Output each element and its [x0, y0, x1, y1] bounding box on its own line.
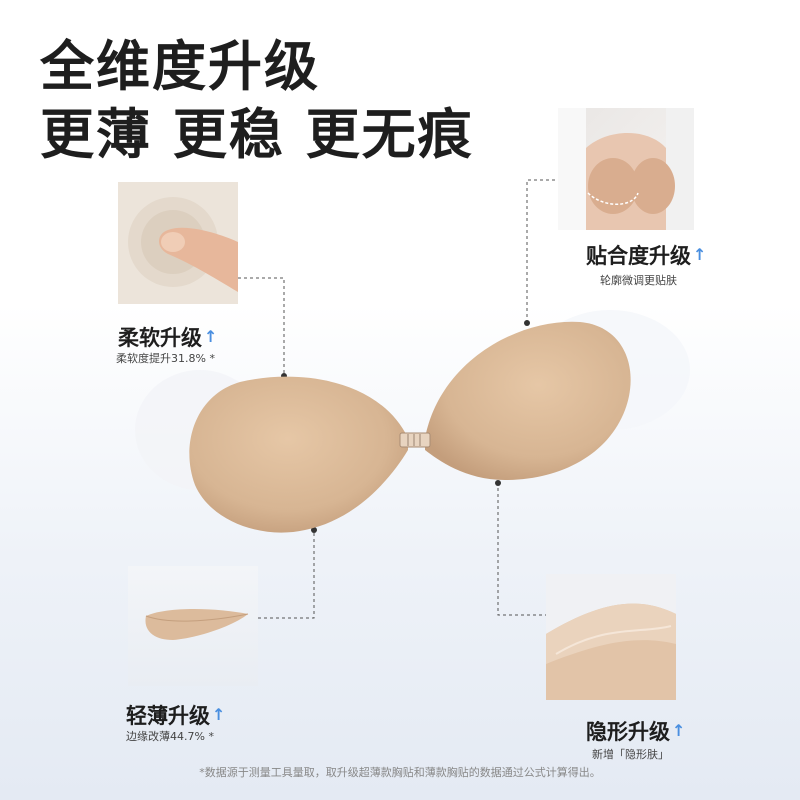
leader-line-hidden — [497, 483, 548, 616]
fit-desc: 轮廓微调更贴肤 — [600, 274, 677, 287]
leader-dot-hidden — [495, 480, 501, 486]
soft-desc: 柔软度提升31.8% * — [116, 352, 215, 365]
headline-line-1: 全维度升级 — [40, 35, 320, 98]
soft-title: 柔软升级↑ — [118, 322, 217, 352]
thinness-photo — [128, 566, 258, 686]
hidden-title: 隐形升级↑ — [586, 716, 685, 746]
fit-title: 贴合度升级↑ — [586, 240, 706, 270]
softness-photo — [118, 182, 238, 304]
fit-photo — [558, 108, 694, 230]
leader-line-thin — [258, 530, 315, 619]
invisible-skin-photo — [546, 574, 676, 700]
soft-title-text: 柔软升级 — [118, 326, 202, 350]
hidden-desc: 新增「隐形肤」 — [592, 748, 669, 761]
leader-dot-fit — [524, 320, 530, 326]
arrow-up-icon: ↑ — [204, 327, 218, 346]
footnote: *数据源于测量工具量取，取升级超薄款胸贴和薄款胸贴的数据通过公式计算得出。 — [199, 766, 601, 779]
thin-title-text: 轻薄升级 — [126, 704, 210, 728]
arrow-up-icon: ↑ — [672, 721, 686, 740]
thin-desc: 边缘改薄44.7% * — [126, 730, 214, 743]
arrow-up-icon: ↑ — [693, 245, 707, 264]
thin-title: 轻薄升级↑ — [126, 700, 225, 730]
headline-line-2: 更薄 更稳 更无痕 — [40, 103, 474, 166]
hidden-title-text: 隐形升级 — [586, 720, 670, 744]
fit-title-text: 贴合度升级 — [586, 244, 691, 268]
leader-dot-thin — [311, 527, 317, 533]
arrow-up-icon: ↑ — [212, 705, 226, 724]
